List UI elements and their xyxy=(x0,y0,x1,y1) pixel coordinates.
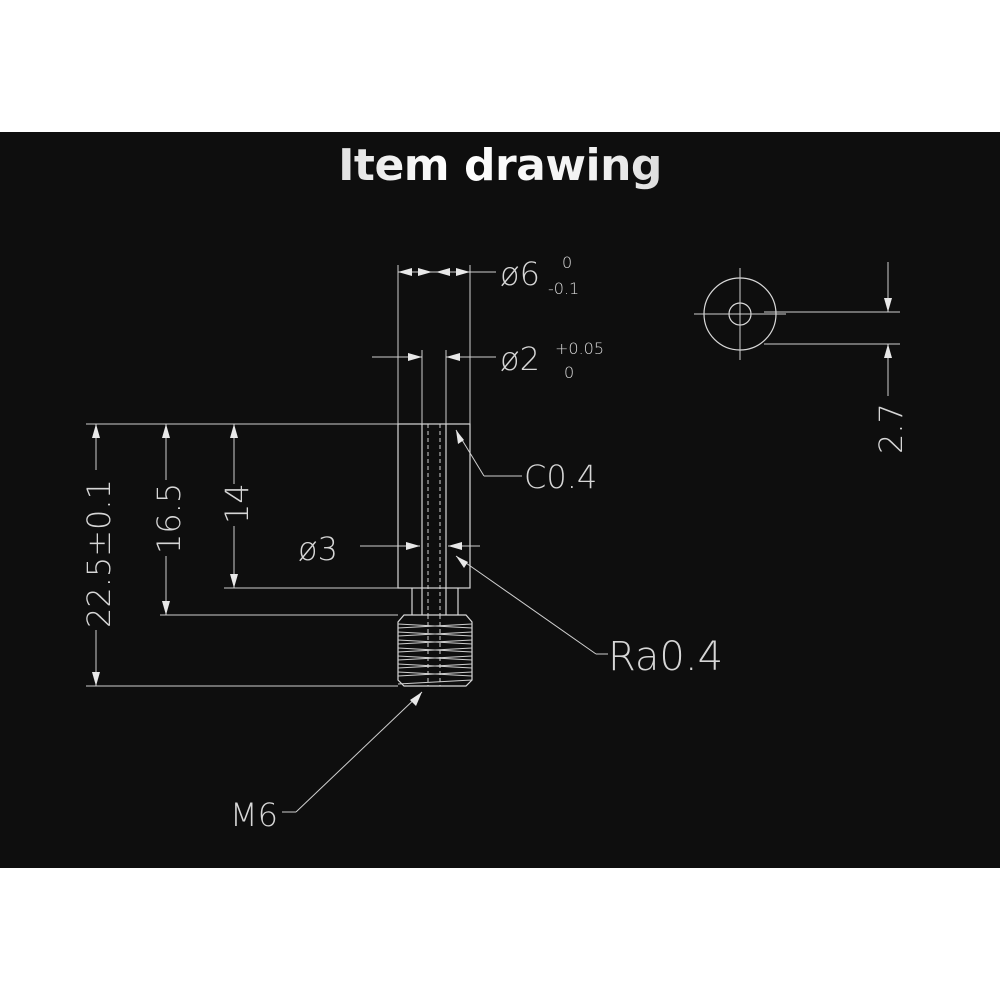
od-label: ø6 xyxy=(500,255,540,293)
thread-section xyxy=(397,614,473,687)
od-tol-upper: 0 xyxy=(562,253,572,272)
chamfer-callout: C0.4 xyxy=(455,429,597,496)
roughness-callout: Ra0.4 xyxy=(455,555,723,680)
bore-label: ø2 xyxy=(500,340,540,378)
len-mid-label: 16.5 xyxy=(150,483,188,554)
bore-tol-lower: 0 xyxy=(564,363,574,382)
chamfer-label: C0.4 xyxy=(524,458,597,496)
page-title: Item drawing xyxy=(0,140,1000,191)
end-view-dim-label: 2.7 xyxy=(872,403,910,454)
od-dimension: ø6 0 -0.1 xyxy=(397,253,579,424)
length-dimensions: 22.5±0.1 16.5 14 xyxy=(80,423,398,687)
inner-dia-label: ø3 xyxy=(298,530,338,568)
inner-dia-dimension: ø3 xyxy=(298,530,480,568)
part-body xyxy=(397,423,471,615)
len-total-label: 22.5±0.1 xyxy=(80,479,118,628)
bore-tol-upper: +0.05 xyxy=(555,339,604,358)
drawing-panel xyxy=(0,132,1000,868)
thread-label: M6 xyxy=(230,796,278,834)
bore-dimension: ø2 +0.05 0 xyxy=(372,339,604,424)
roughness-label: Ra0.4 xyxy=(608,634,723,680)
thread-callout: M6 xyxy=(230,691,423,834)
len-short-label: 14 xyxy=(218,483,256,524)
od-tol-lower: -0.1 xyxy=(548,279,579,298)
end-view: 2.7 xyxy=(694,262,910,454)
